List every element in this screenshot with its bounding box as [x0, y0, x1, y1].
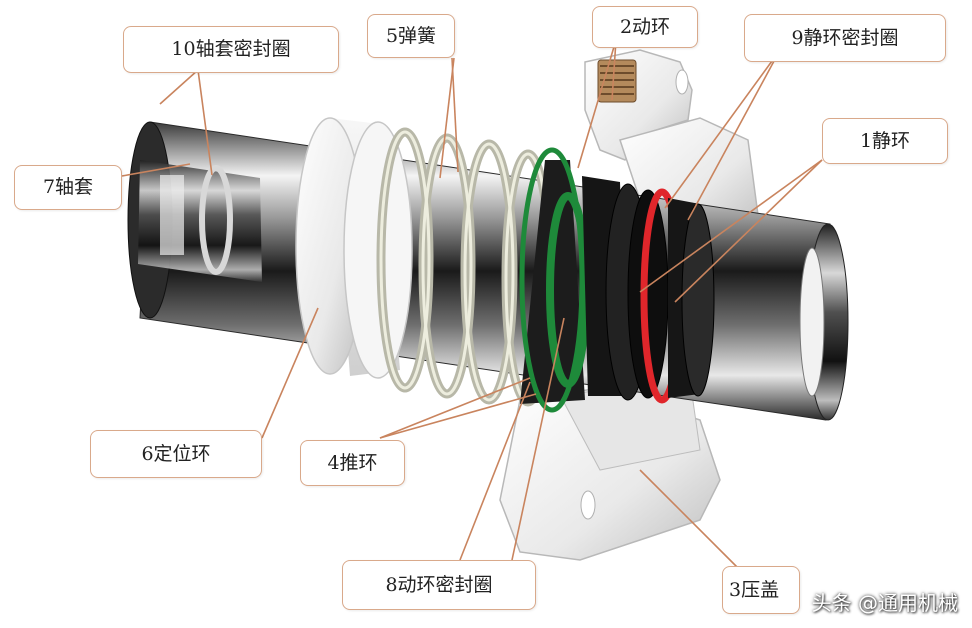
rotating-ring: [582, 176, 669, 401]
label-gland: 3压盖: [722, 566, 800, 614]
label-sleeve-seal-ring: 10轴套密封圈: [123, 26, 339, 73]
sleeve-o-ring: [199, 165, 233, 275]
label-rotating-ring: 2动环: [592, 6, 698, 48]
label-shaft-sleeve: 7轴套: [14, 165, 122, 210]
label-spring: 5弹簧: [367, 14, 455, 58]
label-stationary-ring: 1静环: [822, 118, 948, 164]
leader-lines: [121, 39, 823, 569]
label-positioning-ring: 6定位环: [90, 430, 262, 478]
label-rotating-ring-seal: 8动环密封圈: [342, 560, 536, 610]
label-stationary-ring-seal: 9静环密封圈: [744, 14, 946, 62]
watermark-text: 头条 @通用机械: [811, 591, 958, 615]
stationary-ring: [668, 198, 715, 398]
label-push-ring: 4推环: [300, 440, 405, 486]
